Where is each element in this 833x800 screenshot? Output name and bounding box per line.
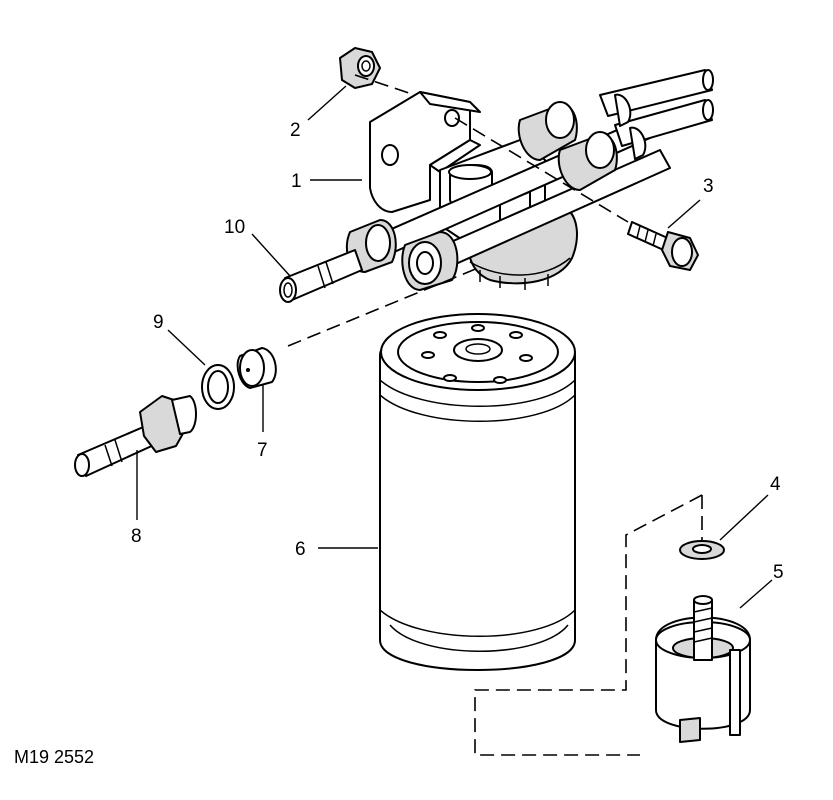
callout-8: 8 [131,526,142,547]
outlet-pipe [279,249,363,303]
spacer [236,347,277,389]
callout-1: 1 [291,171,302,192]
callout-3: 3 [703,176,714,197]
callout-2: 2 [290,120,301,141]
water-sensor [655,595,751,743]
washer [679,540,725,560]
callout-5: 5 [773,562,784,583]
figure-reference: M19 2552 [14,747,94,767]
assembly-lines [287,74,703,756]
inlet-pipe-union [74,395,197,477]
nut [339,47,381,89]
callout-9: 9 [153,312,164,333]
callout-7: 7 [257,440,268,461]
filter-cartridge [379,313,576,671]
fuel-pipe-unions [345,69,714,291]
bolt [627,221,699,271]
sealing-washer [201,364,235,410]
callout-6: 6 [295,539,306,560]
callout-labels: 1 2 3 4 5 6 7 8 9 10 [131,120,784,583]
callout-10: 10 [224,217,245,238]
leader-lines [136,85,773,609]
callout-4: 4 [770,474,781,495]
